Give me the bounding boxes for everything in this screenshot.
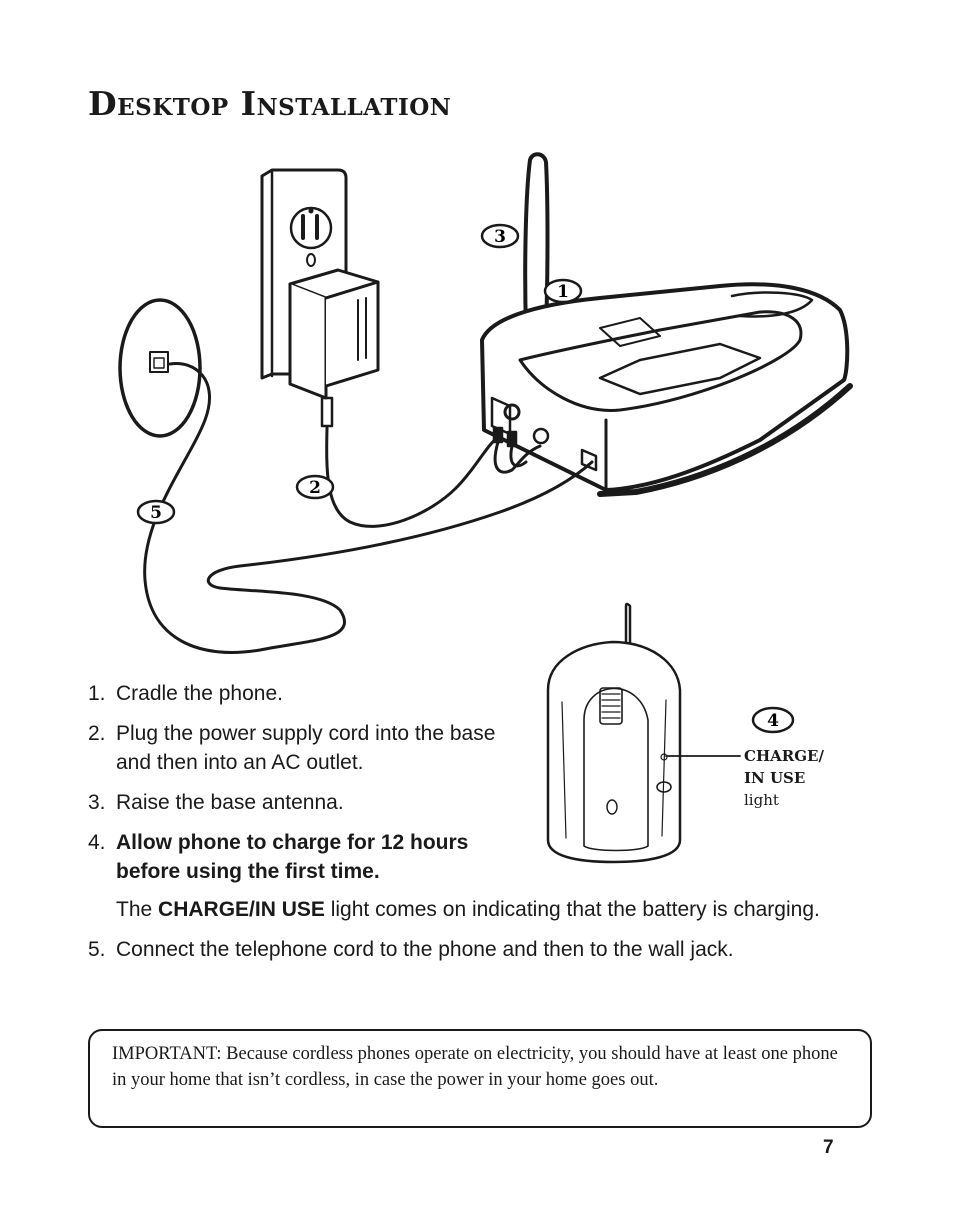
callout-3: 3 bbox=[480, 223, 520, 249]
step-5: 5. Connect the telephone cord to the pho… bbox=[88, 935, 848, 964]
step-number: 3. bbox=[88, 791, 106, 814]
note-text-before: The bbox=[116, 898, 159, 921]
charge-in-use-light-label: CHARGE/ IN USE light bbox=[744, 745, 824, 811]
wall-jack-drawing bbox=[118, 298, 202, 438]
step-text-bold: Allow phone to charge for 12 hours befor… bbox=[116, 831, 469, 883]
step-number: 1. bbox=[88, 682, 106, 705]
important-notice-box: IMPORTANT: Because cordless phones opera… bbox=[88, 1029, 872, 1128]
step-number: 5. bbox=[88, 938, 106, 961]
base-unit-drawing bbox=[480, 152, 853, 497]
svg-text:4: 4 bbox=[767, 711, 779, 731]
note-text-after: light comes on indicating that the batte… bbox=[324, 898, 820, 921]
light-label-line-3: light bbox=[744, 791, 779, 809]
svg-text:2: 2 bbox=[309, 478, 321, 498]
svg-text:3: 3 bbox=[494, 227, 506, 247]
step-text: Connect the telephone cord to the phone … bbox=[116, 938, 734, 961]
step-1: 1. Cradle the phone. bbox=[88, 679, 848, 708]
installation-steps: 1. Cradle the phone. 2. Plug the power s… bbox=[88, 679, 848, 975]
light-label-line-1: CHARGE/ bbox=[744, 747, 824, 765]
svg-text:5: 5 bbox=[150, 503, 162, 523]
page-title: Desktop Installation bbox=[88, 84, 452, 123]
step-text: Cradle the phone. bbox=[116, 682, 283, 705]
callout-1: 1 bbox=[543, 278, 583, 304]
step-number: 2. bbox=[88, 722, 106, 745]
handset-drawing bbox=[546, 602, 741, 864]
power-adapter-drawing bbox=[288, 268, 380, 428]
step-text: Plug the power supply cord into the base… bbox=[116, 722, 496, 774]
step-4: 4. Allow phone to charge for 12 hours be… bbox=[88, 828, 848, 924]
callout-5: 5 bbox=[136, 499, 176, 525]
step-3: 3. Raise the base antenna. bbox=[88, 788, 848, 817]
svg-text:1: 1 bbox=[557, 282, 569, 302]
step-text: Raise the base antenna. bbox=[116, 791, 344, 814]
note-text-bold: CHARGE/IN USE bbox=[158, 898, 325, 921]
step-number: 4. bbox=[88, 831, 106, 854]
light-label-line-2: IN USE bbox=[744, 769, 806, 787]
page-number: 7 bbox=[823, 1137, 834, 1158]
callout-4: 4 bbox=[751, 706, 795, 734]
callout-2: 2 bbox=[295, 474, 335, 500]
step-4-note: The CHARGE/IN USE light comes on indicat… bbox=[116, 895, 836, 924]
step-2: 2. Plug the power supply cord into the b… bbox=[88, 719, 848, 777]
